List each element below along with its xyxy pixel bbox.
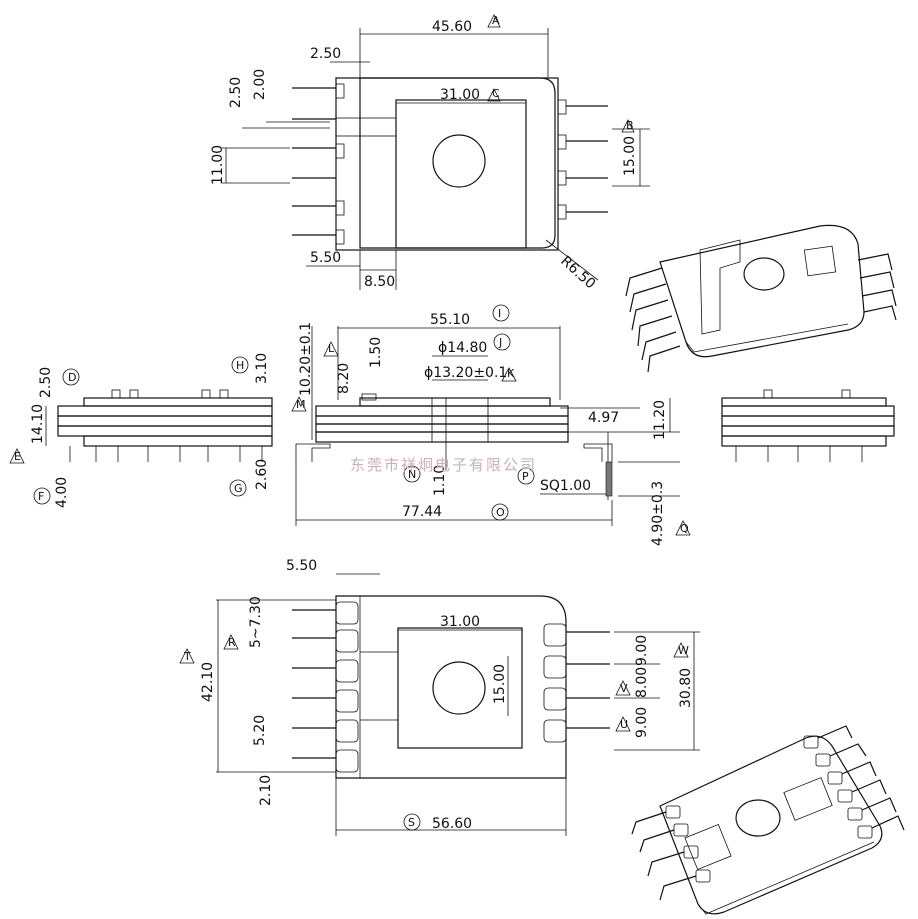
dim-pitch-b: 5.20 bbox=[252, 715, 268, 746]
dim-left-offset-1: 2.50 bbox=[228, 77, 244, 108]
dim-overall-len: 77.44 bbox=[402, 504, 442, 520]
dim-pin-offset: 2.50 bbox=[310, 46, 341, 62]
top-window bbox=[395, 99, 527, 249]
label-q: Q bbox=[680, 522, 689, 535]
dim-flange-bot: 2.60 bbox=[254, 459, 270, 490]
iso-top-pins bbox=[625, 253, 897, 373]
label-t: T bbox=[183, 650, 191, 663]
dim-height-total: 10.20±0.1 bbox=[298, 322, 314, 396]
label-i: I bbox=[498, 307, 501, 320]
top-right-pins bbox=[557, 99, 608, 220]
iso-view-bottom bbox=[631, 725, 905, 915]
iso-view-top bbox=[625, 224, 897, 373]
dim-pitch: 5~7.30 bbox=[248, 596, 264, 648]
label-a: A bbox=[492, 14, 500, 27]
dim-side-h: 11.20 bbox=[652, 400, 668, 440]
dim-overall-width: 45.60 bbox=[432, 19, 472, 35]
dim-flange-t: 1.50 bbox=[368, 337, 384, 368]
label-u: U bbox=[620, 718, 628, 731]
delta-marker-a bbox=[487, 14, 501, 28]
dim-pin-len: 4.90±0.3 bbox=[650, 481, 666, 546]
dim-bottom-width: 56.60 bbox=[432, 816, 472, 832]
top-flange bbox=[359, 77, 556, 249]
label-r: R bbox=[228, 636, 236, 649]
label-d: D bbox=[68, 371, 76, 384]
label-h: H bbox=[236, 359, 244, 372]
label-f: F bbox=[38, 490, 44, 503]
dim-radius: R6.50 bbox=[557, 253, 598, 292]
dim-top-off: 3.10 bbox=[254, 353, 270, 384]
dim-sq: SQ1.00 bbox=[540, 478, 591, 494]
watermark: 东莞市祥炯电子有限公司 bbox=[350, 456, 537, 474]
end-view-right bbox=[721, 389, 895, 462]
dim-right-3: 9.00 bbox=[634, 707, 650, 738]
dim-flange-top: 2.50 bbox=[38, 367, 54, 398]
label-e: E bbox=[14, 450, 21, 463]
top-body-outline bbox=[335, 77, 559, 251]
label-v: V bbox=[620, 682, 628, 695]
label-b: B bbox=[626, 119, 634, 132]
dim-edge-offset: 5.50 bbox=[310, 250, 341, 266]
label-k: K bbox=[507, 367, 515, 380]
dim-right-1: 9.00 bbox=[634, 635, 650, 666]
label-n: N bbox=[408, 468, 416, 481]
dim-dia-inner: ϕ13.20±0.1 bbox=[424, 365, 507, 381]
dim-width-top: 55.10 bbox=[430, 312, 470, 328]
top-left-pins bbox=[292, 83, 345, 245]
dim-window-width: 31.00 bbox=[440, 87, 480, 103]
top-slot bbox=[335, 117, 397, 137]
top-core-hole bbox=[432, 134, 486, 188]
label-s: S bbox=[408, 816, 415, 829]
label-p: P bbox=[522, 470, 529, 483]
dim-bottom-bottom: 2.10 bbox=[258, 775, 274, 806]
label-o: O bbox=[496, 506, 505, 519]
dim-base-t: 1.10 bbox=[432, 465, 448, 496]
label-g: G bbox=[234, 482, 243, 495]
dim-right-span: 15.00 bbox=[622, 136, 638, 176]
dim-lead-off: 4.97 bbox=[588, 410, 619, 426]
dim-end-height: 14.10 bbox=[30, 404, 46, 444]
dim-right-2: 8.00 bbox=[634, 667, 650, 698]
top-view: 45.60 A 31.00 C 2.50 2.50 2.00 11.00 15.… bbox=[210, 14, 650, 292]
dim-left-offset-2: 2.00 bbox=[252, 69, 268, 100]
dim-inner-offset: 8.50 bbox=[364, 274, 395, 290]
end-view-left: 2.50 D 14.10 E 4.00 F H 3.10 G 2.60 bbox=[9, 353, 273, 508]
dim-bottom-window: 31.00 bbox=[440, 614, 480, 630]
label-l: L bbox=[328, 342, 335, 355]
label-j: J bbox=[498, 336, 502, 349]
bottom-view: 5.50 5~7.30 R 42.10 T 31.00 15.00 5.20 2… bbox=[179, 558, 700, 836]
label-w: W bbox=[678, 644, 689, 657]
side-view: 55.10 I ϕ14.80 J ϕ13.20±0.1 K 10.20±0.1 … bbox=[291, 304, 691, 546]
dim-right-span: 30.80 bbox=[678, 668, 694, 708]
iso-bottom-pins bbox=[631, 725, 905, 901]
dim-core-h: 8.20 bbox=[336, 363, 352, 394]
dim-left-span: 11.00 bbox=[210, 145, 226, 185]
label-m: M bbox=[296, 398, 306, 411]
dim-end-pin-len: 4.00 bbox=[54, 477, 70, 508]
dim-dia-outer: ϕ14.80 bbox=[438, 340, 487, 356]
dim-bottom-edge: 5.50 bbox=[286, 558, 317, 574]
dim-bottom-height: 42.10 bbox=[200, 662, 216, 702]
dim-bottom-window-h: 15.00 bbox=[492, 664, 508, 704]
pin-sq-mark bbox=[605, 461, 613, 497]
